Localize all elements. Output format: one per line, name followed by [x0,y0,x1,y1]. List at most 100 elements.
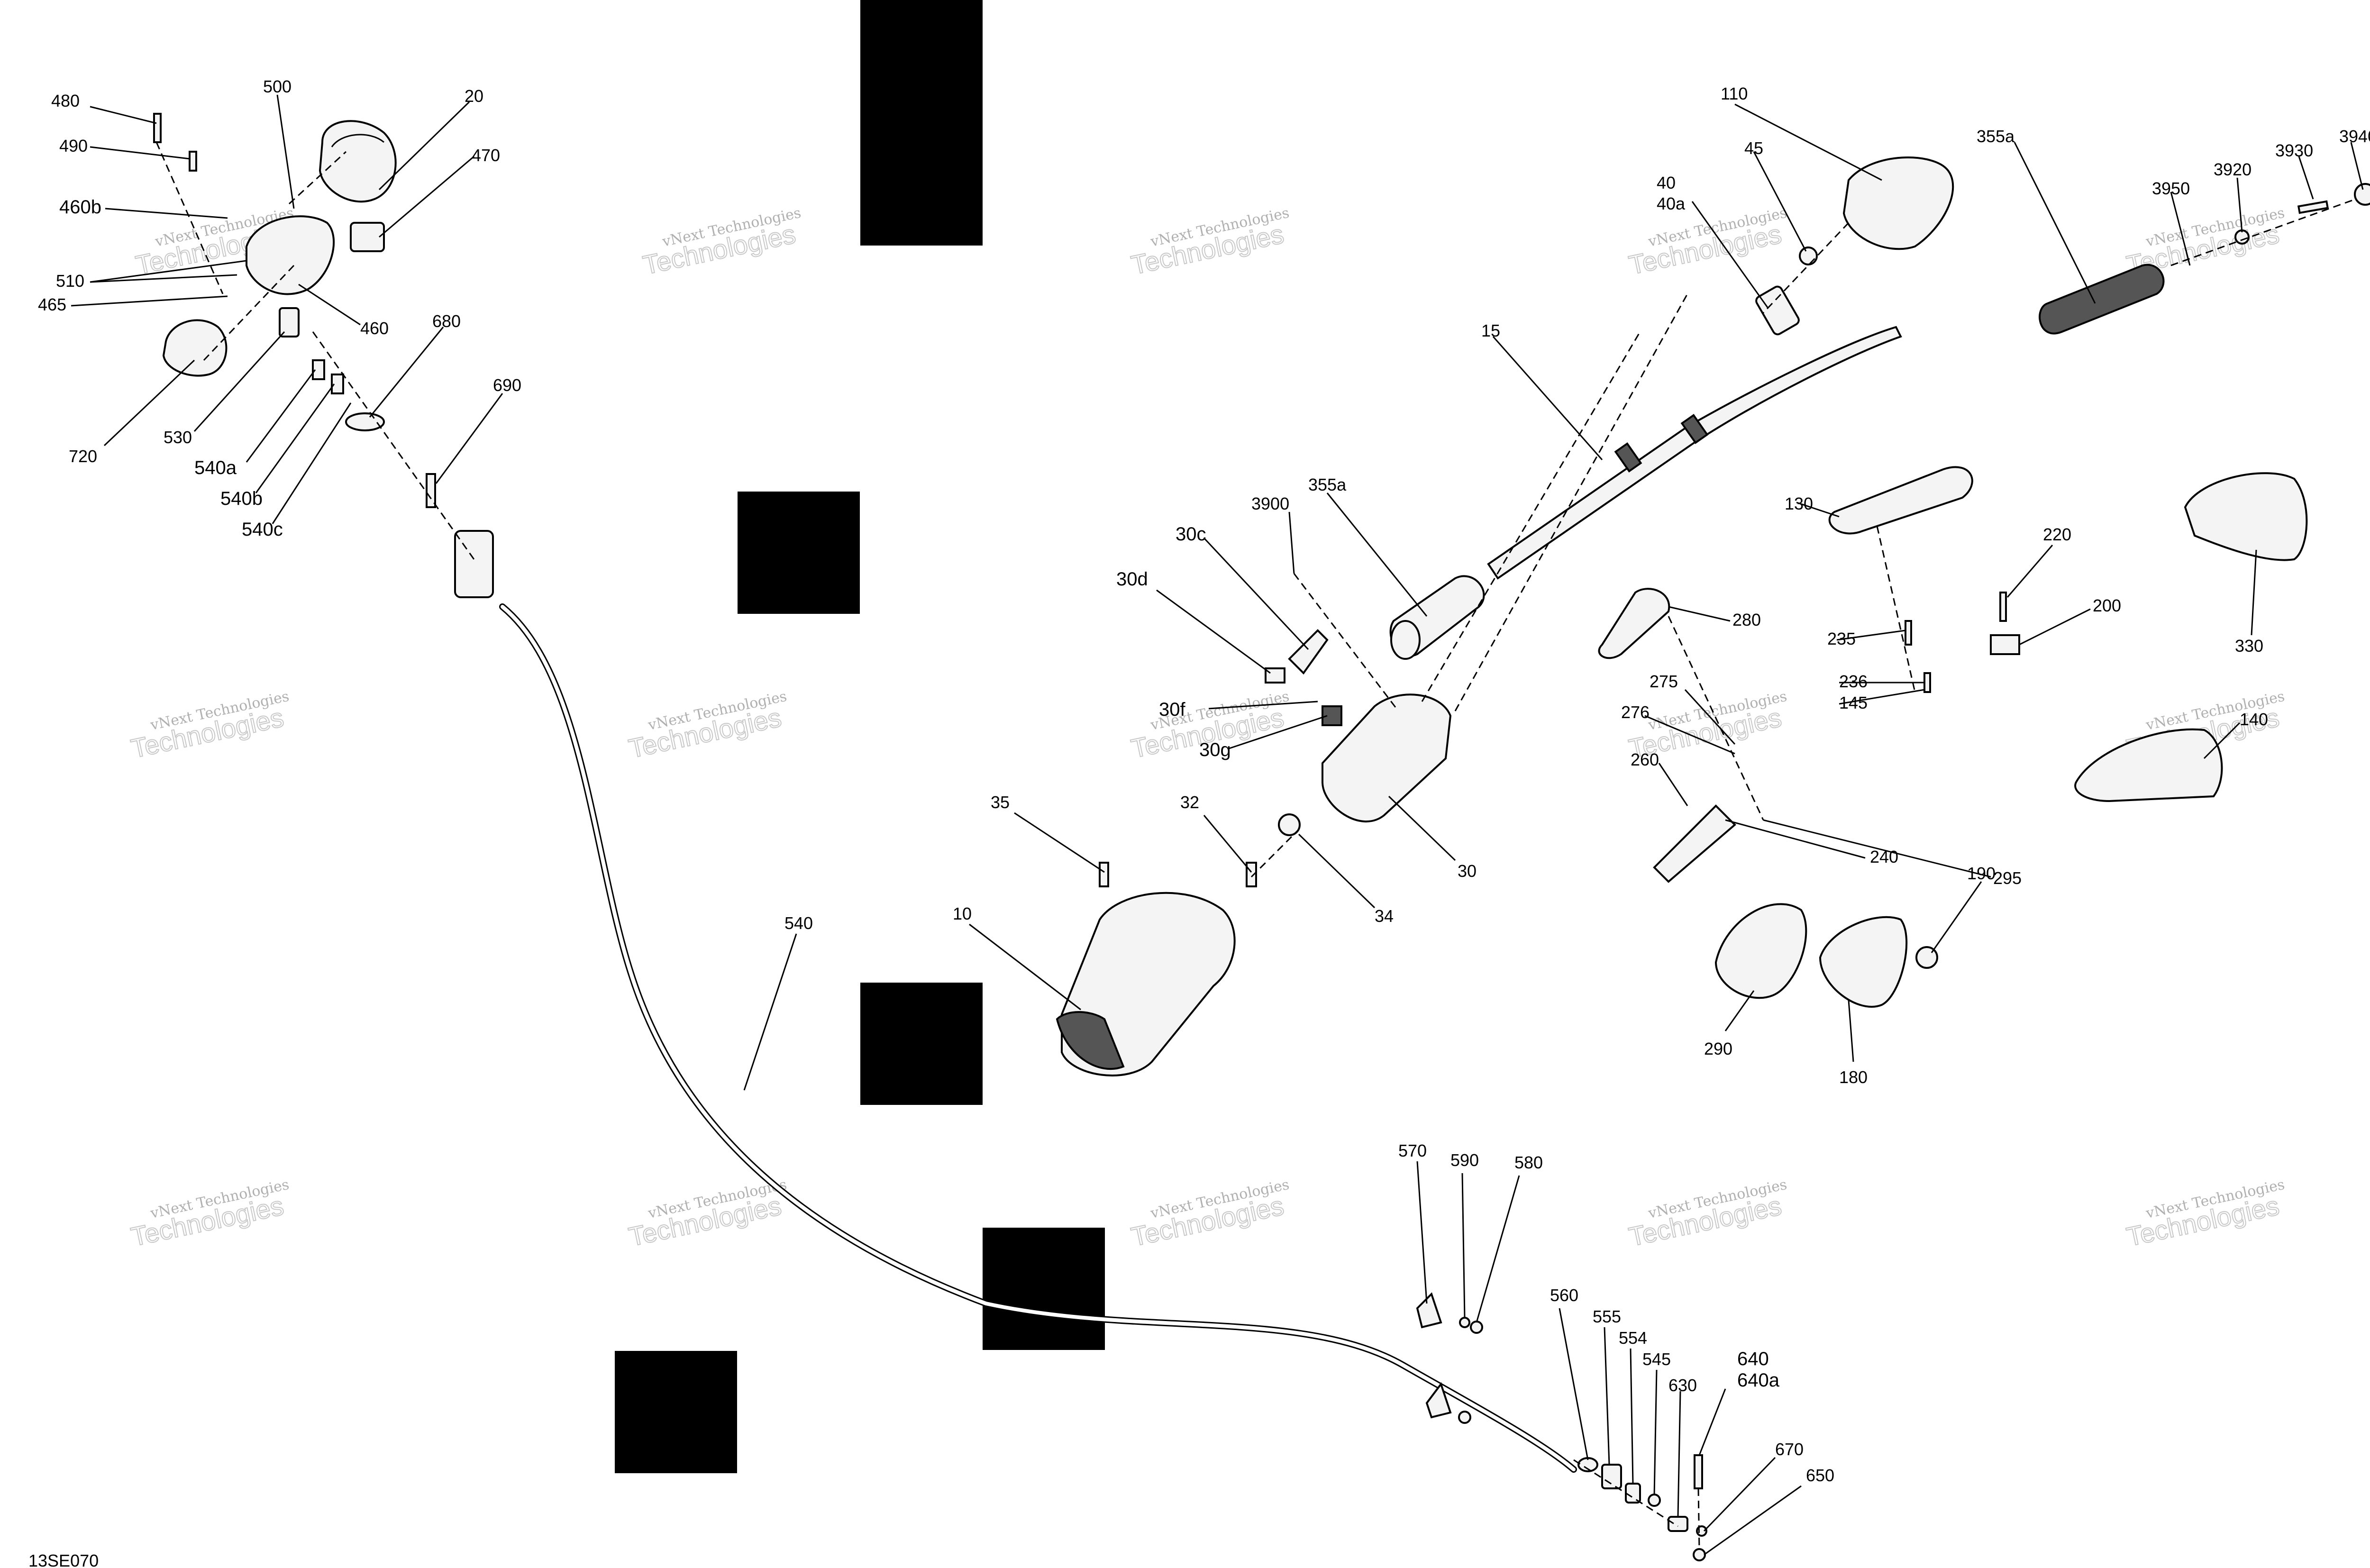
cover-180 [1819,916,1908,1008]
fitting-554 [1625,1483,1641,1504]
label-540c: 540c [242,519,283,540]
label-640: 640 [1737,1349,1769,1369]
label-20: 20 [465,86,483,106]
label-130: 130 [1785,494,1813,513]
label-465: 465 [38,295,66,314]
label-530: 530 [164,428,192,447]
handlebar-15 [1487,326,1902,580]
grip-355a-mid-end [1390,620,1421,660]
washer-680 [345,412,385,431]
label-30f: 30f [1159,699,1185,720]
label-690: 690 [493,375,521,395]
label-500: 500 [263,77,292,96]
label-540b: 540b [220,488,263,509]
link-630 [1668,1516,1688,1532]
label-590: 590 [1450,1150,1479,1170]
label-680: 680 [432,311,461,331]
bracket-570 [1416,1292,1442,1329]
label-180: 180 [1839,1067,1868,1087]
label-30d: 30d [1116,569,1148,590]
redaction-block [983,1228,1105,1350]
label-3950: 3950 [2152,179,2190,198]
label-110: 110 [1721,84,1748,103]
label-3900: 3900 [1251,494,1289,513]
redaction-block [738,492,860,614]
redaction-block [860,0,983,246]
nut-580 [1470,1321,1483,1334]
screw-490 [189,151,197,172]
part-110 [1842,156,1954,250]
label-280: 280 [1732,610,1761,629]
label-45: 45 [1744,138,1763,158]
cable-540 [499,603,1577,1473]
label-545: 545 [1642,1349,1671,1369]
cap-3940 [2354,183,2370,206]
washer-3920 [2234,229,2250,245]
label-290: 290 [1704,1039,1732,1058]
label-555: 555 [1593,1307,1621,1326]
label-235: 235 [1827,629,1856,648]
label-670: 670 [1775,1440,1804,1459]
label-35: 35 [991,793,1010,812]
part-labels: 480 490 460b 510 465 720 500 20 470 460 … [38,77,2370,1485]
label-330: 330 [2235,636,2263,656]
label-470: 470 [472,146,500,165]
label-30c: 30c [1176,524,1206,545]
label-295: 295 [1993,868,2022,888]
redaction-block [860,983,983,1105]
label-260: 260 [1631,750,1659,769]
label-275: 275 [1650,672,1678,691]
label-145: 145 [1839,693,1868,712]
body-140 [2074,728,2223,802]
bolt-640 [1694,1454,1703,1489]
cover-330 [2184,472,2308,561]
nut-lower [1458,1411,1471,1424]
label-10: 10 [953,904,972,923]
label-554: 554 [1619,1328,1647,1348]
housing-460 [246,215,335,295]
label-355a-top: 355a [1977,127,2015,146]
label-510: 510 [56,271,84,291]
housing-290 [1714,903,1807,999]
pin-235 [1905,620,1912,646]
control-housing-30 [1322,693,1452,822]
cable-end-cluster [1416,1292,1707,1561]
part-30c [1288,629,1329,675]
grip-band [1680,414,1709,444]
label-236: 236 [1839,672,1868,691]
screw-480 [153,113,162,143]
label-540a: 540a [194,457,237,478]
label-3920: 3920 [2214,160,2252,179]
cover-20 [319,120,397,203]
label-460b: 460b [59,197,101,218]
label-570: 570 [1398,1141,1427,1160]
label-200: 200 [2093,596,2121,615]
label-640a: 640a [1737,1370,1780,1391]
cover-130 [1828,466,1973,535]
label-460: 460 [360,319,389,338]
grip-10 [1056,1011,1125,1070]
label-650: 650 [1806,1466,1834,1485]
grip-band [1614,442,1642,473]
fitting-555 [1601,1464,1622,1489]
cover-280 [1598,588,1670,659]
grip-355a-top [2039,264,2165,335]
label-630: 630 [1668,1376,1697,1395]
pin-220 [1999,592,2007,622]
label-30g: 30g [1199,739,1231,760]
nut-45 [1799,246,1818,265]
leader-lines [71,94,2364,1556]
label-30: 30 [1458,861,1477,881]
label-240: 240 [1870,847,1898,866]
diagram-code: 13SE070 [28,1551,99,1568]
part-30d [1265,667,1285,684]
label-580: 580 [1514,1153,1543,1172]
label-355a-mid: 355a [1308,475,1347,494]
connector-200 [1990,634,2020,655]
bracket-lower [1425,1382,1452,1419]
redaction-block [615,1351,737,1473]
label-15: 15 [1481,321,1500,340]
clamp-40 [1755,285,1800,336]
